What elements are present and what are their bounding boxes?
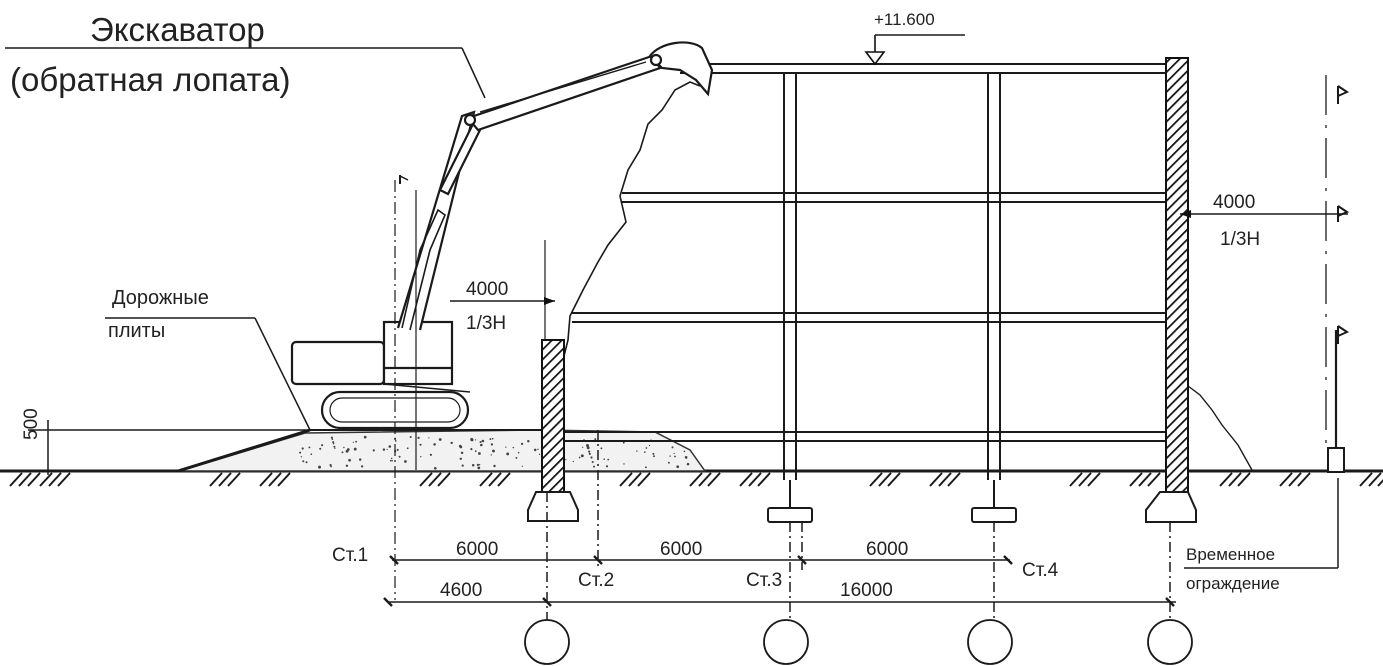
dim-500-label: 500 bbox=[21, 408, 42, 440]
station-4-label: Ст.4 bbox=[1022, 560, 1059, 581]
temporary-fence bbox=[1325, 75, 1350, 473]
dim-4000-left-label: 4000 bbox=[466, 279, 509, 300]
foundation-st3 bbox=[767, 507, 813, 523]
excavator-label-line2: (обратная лопата) bbox=[10, 61, 291, 98]
station-1-label: Ст.1 bbox=[332, 545, 369, 566]
road-plate bbox=[177, 428, 311, 473]
excavator-cab bbox=[290, 340, 386, 386]
elevation-top-label: +11.600 bbox=[874, 10, 935, 29]
span-6000-1-label: 6000 bbox=[456, 539, 499, 560]
temp-fence-label-line1: Временное bbox=[1186, 545, 1276, 564]
axis-circle-3 bbox=[967, 619, 1013, 665]
dim-4000-right-label: 4000 bbox=[1213, 192, 1256, 213]
road-plates-label-line2: плиты bbox=[108, 320, 166, 342]
road-plates-label-line1: Дорожные bbox=[112, 287, 209, 309]
building-frame bbox=[560, 63, 1172, 480]
span-6000-3-label: 6000 bbox=[866, 539, 909, 560]
soil-fill-pile bbox=[179, 429, 707, 472]
excavator-label-line1: Экскаватор bbox=[90, 11, 265, 48]
road-plate-leader bbox=[254, 317, 311, 431]
bottom-dimensions bbox=[383, 430, 1339, 625]
excavator-bucket bbox=[648, 41, 714, 97]
axis-circle-4 bbox=[1147, 619, 1193, 665]
dim-16000-label: 16000 bbox=[840, 580, 893, 601]
axis-circle-1 bbox=[524, 619, 570, 665]
foundations bbox=[527, 480, 1197, 523]
dim-4000-left-arrow bbox=[544, 297, 555, 305]
foundation-st2 bbox=[527, 491, 579, 522]
excavator-leader bbox=[461, 47, 486, 99]
demolition-break-edge bbox=[562, 81, 701, 361]
excavator-body bbox=[382, 320, 454, 386]
right-break-edge bbox=[1187, 385, 1253, 471]
foundation-end bbox=[1145, 491, 1197, 523]
ground-hatching bbox=[9, 472, 1383, 487]
station-3-label: Ст.3 bbox=[746, 570, 783, 591]
remaining-wall-left bbox=[541, 339, 565, 493]
dim-4600-label: 4600 bbox=[440, 580, 483, 601]
elevation-marker bbox=[864, 35, 886, 66]
end-wall-right bbox=[1165, 57, 1189, 493]
station-2-label: Ст.2 bbox=[578, 570, 615, 591]
temp-fence-label-line2: ограждение bbox=[1186, 574, 1280, 593]
foundation-st4 bbox=[971, 507, 1017, 523]
span-6000-2-label: 6000 bbox=[660, 539, 703, 560]
excavator bbox=[290, 41, 714, 430]
third-h-right-label: 1/3H bbox=[1220, 229, 1261, 250]
excavator-stick bbox=[466, 54, 662, 132]
third-h-left-label: 1/3H bbox=[466, 313, 507, 334]
axis-circle-2 bbox=[763, 619, 809, 665]
dim-4000-right-arrow bbox=[1180, 210, 1191, 218]
